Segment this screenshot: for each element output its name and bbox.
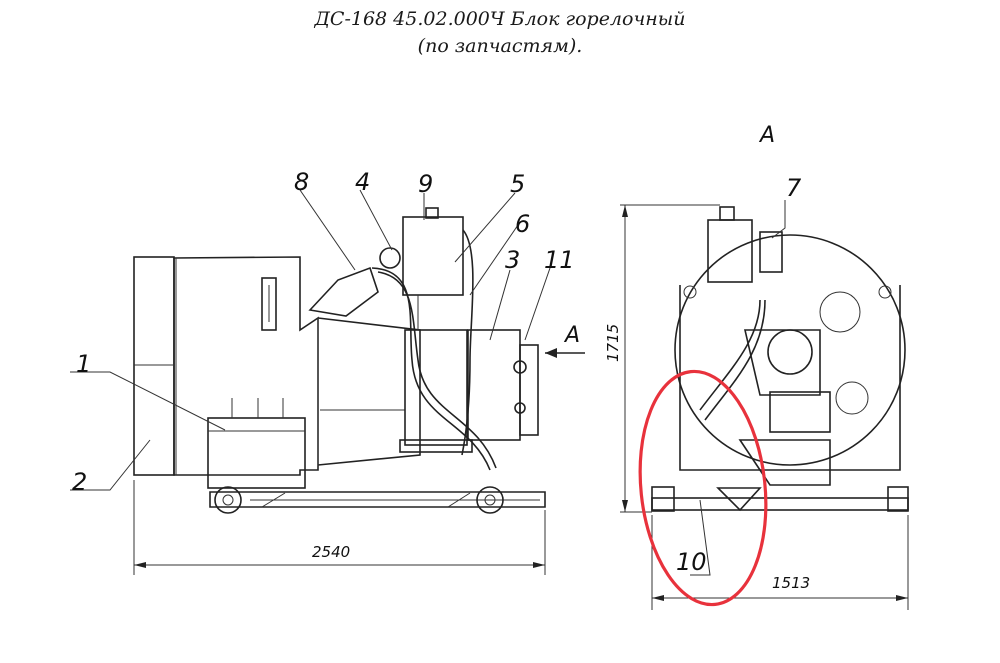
- callout-3: 3: [505, 246, 520, 274]
- front-view: [620, 204, 909, 610]
- front-panel-7: [759, 231, 783, 273]
- callout-7: 7: [786, 174, 802, 202]
- callout-1: 1: [76, 350, 91, 378]
- dim-text-2540: 2540: [312, 543, 350, 561]
- fuel-tank: [402, 216, 464, 296]
- fan-column: [404, 329, 468, 446]
- burner-fan: [767, 329, 813, 375]
- housing-body: [173, 256, 319, 476]
- title-line-2: (по запчастям).: [417, 35, 583, 57]
- arrow-label-a: А: [563, 323, 580, 348]
- dim-text-1513: 1513: [772, 574, 810, 592]
- valve-block: [519, 344, 539, 436]
- hopper: [738, 439, 831, 486]
- wheel-left: [214, 486, 242, 514]
- port-upper: [819, 291, 861, 333]
- sight-window: [261, 277, 277, 331]
- callout-11: 11: [544, 246, 575, 274]
- gauge: [513, 360, 527, 374]
- wheel-right: [476, 486, 504, 514]
- side-view: [133, 207, 585, 575]
- blower-housing: [467, 329, 521, 441]
- fan-base: [399, 439, 473, 453]
- chassis-frame: [209, 491, 546, 508]
- callout-6: 6: [515, 210, 530, 238]
- hose-2: [461, 229, 474, 456]
- drum-frame: [679, 285, 901, 471]
- drum-circle: [674, 234, 906, 466]
- motor: [769, 391, 831, 433]
- callout-4: 4: [355, 168, 370, 196]
- ash-box: [207, 417, 306, 489]
- drawing-title: ДС-168 45.02.000Ч Блок горелочный (по за…: [0, 6, 1000, 60]
- port-lower: [835, 381, 869, 415]
- chute: [716, 487, 762, 512]
- front-view-leaders: [690, 200, 786, 576]
- callout-10: 10: [676, 548, 707, 576]
- title-line-1: ДС-168 45.02.000Ч Блок горелочный: [314, 8, 686, 30]
- callout-9: 9: [418, 170, 433, 198]
- side-view-leaders: [70, 189, 551, 491]
- dim-text-1715: 1715: [604, 324, 622, 362]
- valve: [514, 402, 526, 414]
- drum-connection: [317, 317, 421, 466]
- callout-2: 2: [72, 468, 87, 496]
- highlight-ellipse: [638, 369, 768, 607]
- fitting-4: [379, 247, 401, 269]
- front-base: [651, 497, 909, 511]
- burner-nozzle: [308, 266, 379, 317]
- view-label-a: А: [758, 123, 775, 148]
- callout-5: 5: [510, 170, 525, 198]
- callout-8: 8: [294, 168, 309, 196]
- housing-front-panel: [133, 256, 175, 476]
